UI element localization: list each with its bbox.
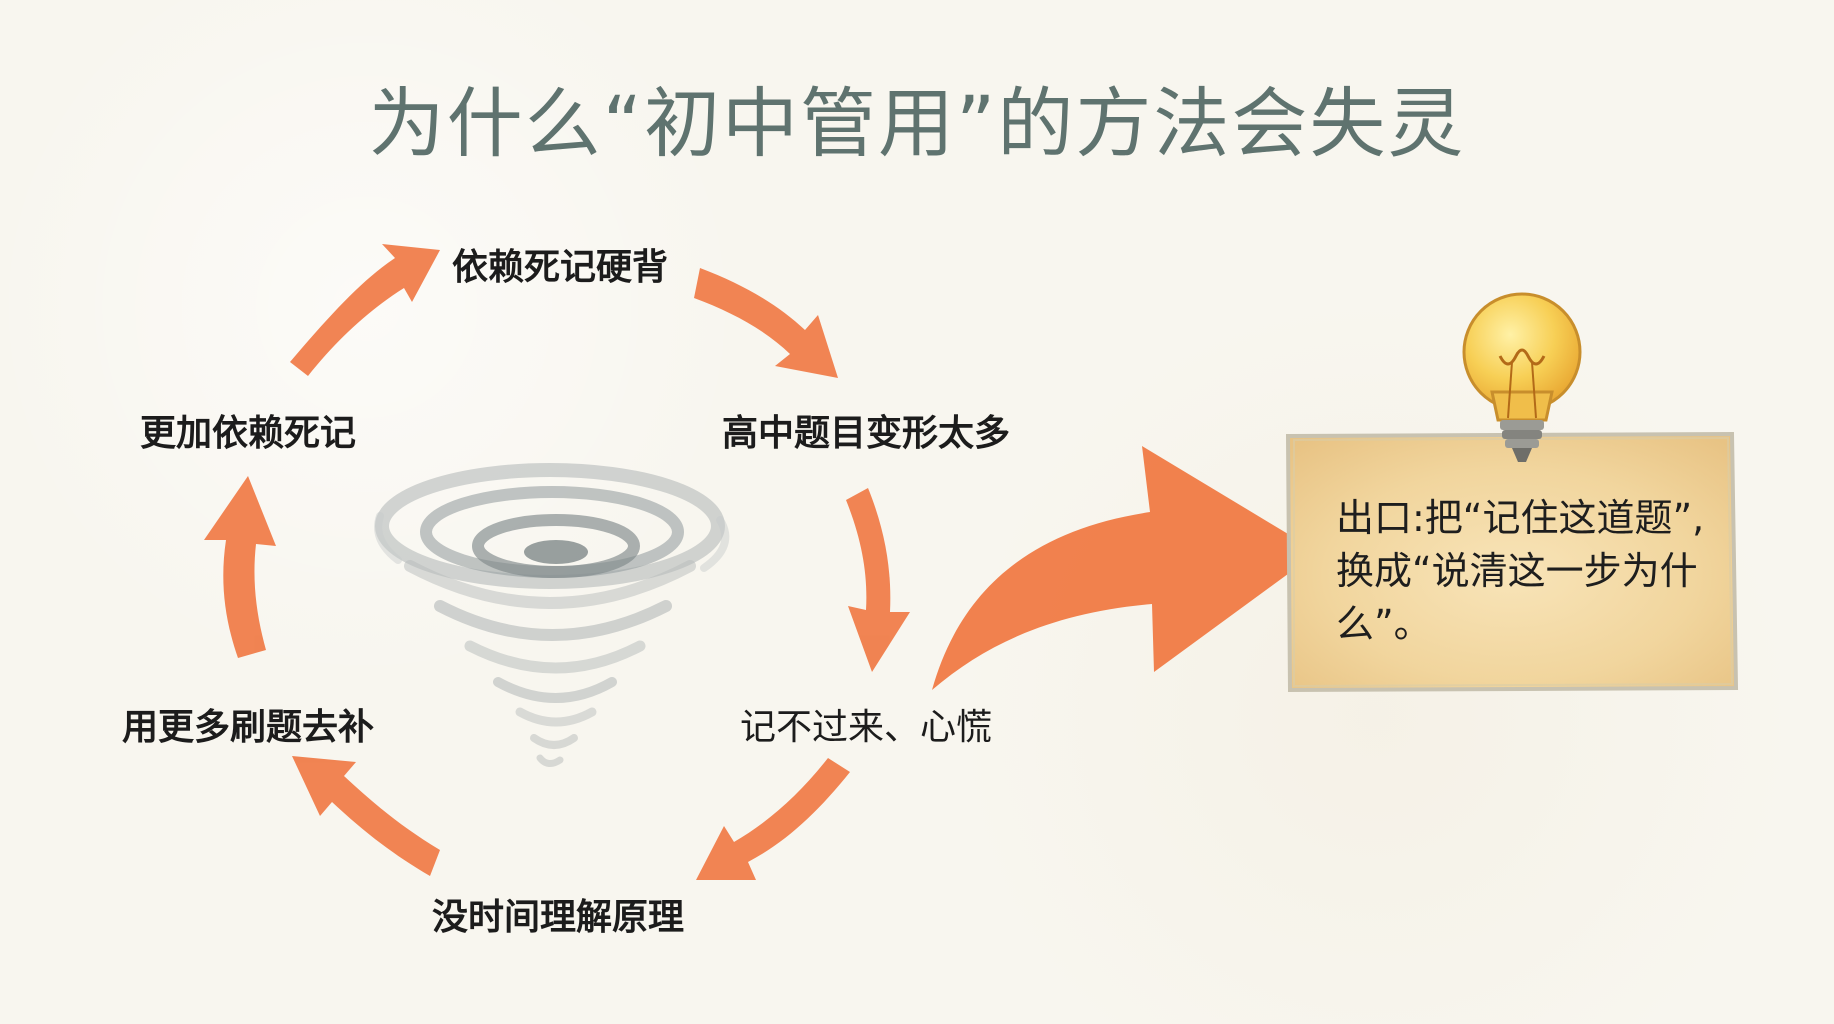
cycle-arrows	[204, 244, 910, 880]
arrow-n2-to-n3	[846, 488, 910, 672]
cycle-step-more-reliance: 更加依赖死记	[140, 413, 357, 454]
cycle-step-no-time-understanding: 没时间理解原理	[432, 897, 685, 938]
exit-arrow	[932, 446, 1318, 690]
arrow-n6-to-n1	[290, 244, 440, 376]
lightbulb-icon	[1462, 292, 1582, 462]
page-title: 为什么“初中管用”的方法会失灵	[368, 79, 1466, 168]
arrow-n1-to-n2	[694, 268, 838, 378]
exit-note-card	[1285, 431, 1739, 693]
tornado-icon	[374, 463, 730, 767]
cycle-step-more-drills: 用更多刷题去补	[122, 707, 375, 748]
cycle-step-rote-memorization: 依赖死记硬背	[452, 247, 669, 288]
cycle-step-overwhelmed: 记不过来、心慌	[740, 707, 993, 748]
cycle-step-too-many-variants: 高中题目变形太多	[722, 413, 1011, 454]
arrow-n3-to-n4	[696, 758, 850, 880]
exit-note-text: 出口:把“记住这道题”,换成“说清这一步为什么”。	[1336, 496, 1705, 646]
arrow-n5-to-n6	[204, 476, 276, 658]
arrow-n4-to-n5	[292, 756, 440, 876]
